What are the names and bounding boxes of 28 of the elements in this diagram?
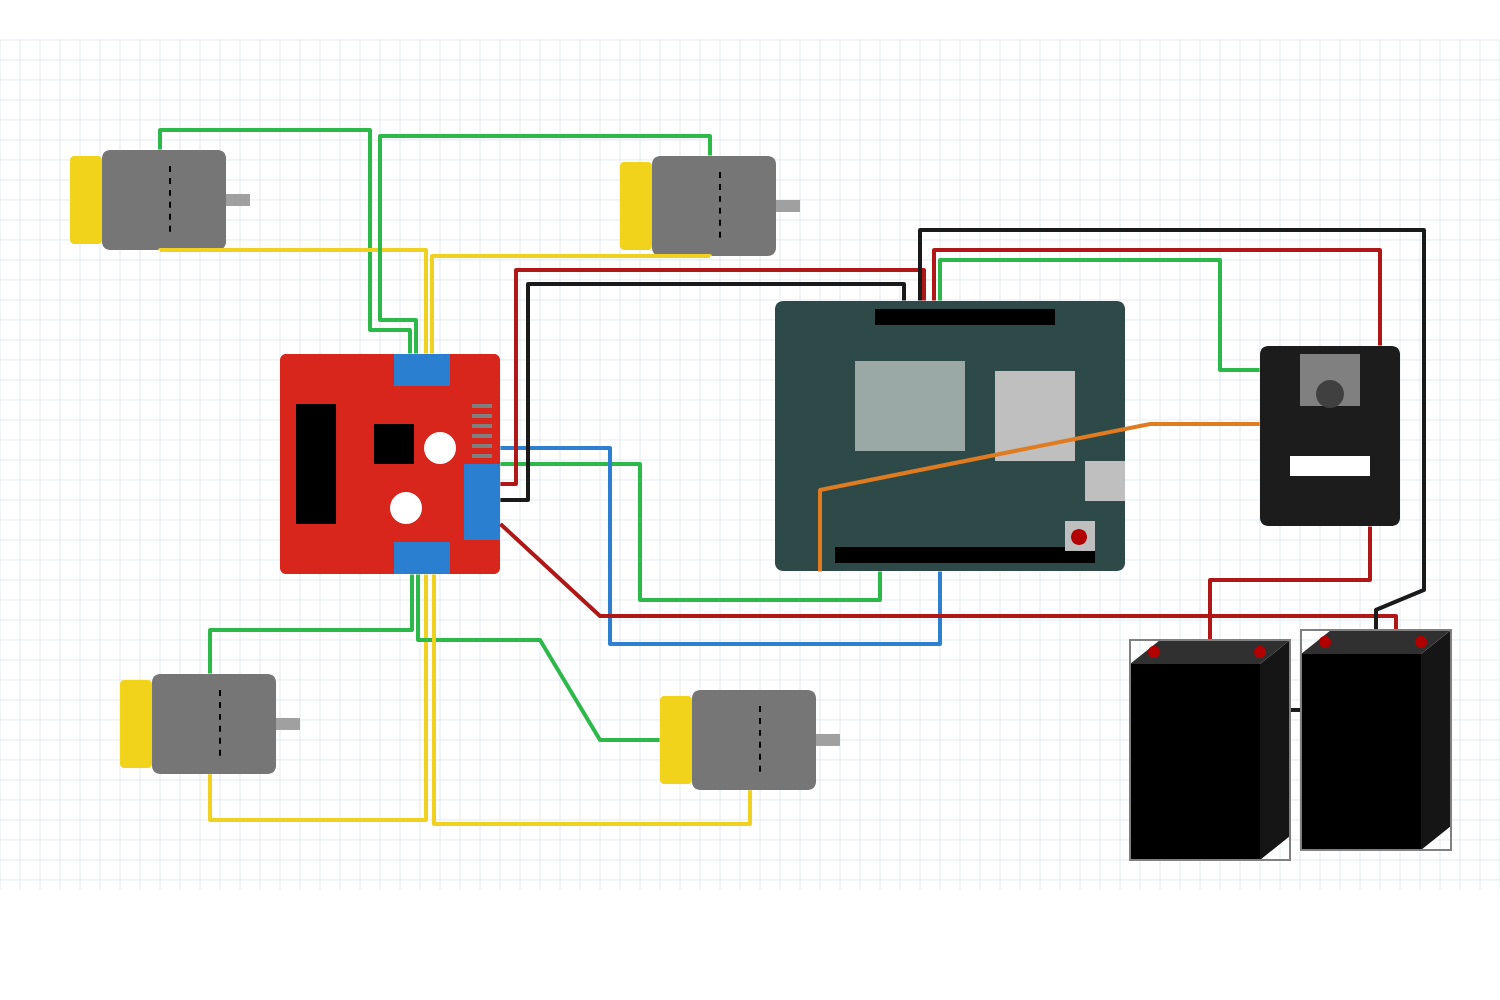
wire bbox=[158, 127, 412, 354]
motor-drawing bbox=[660, 689, 840, 790]
wire bbox=[416, 574, 660, 742]
motor-drawing bbox=[620, 155, 800, 256]
wire bbox=[378, 134, 712, 354]
wire bbox=[818, 421, 1260, 572]
wire bbox=[208, 574, 428, 822]
wire bbox=[432, 574, 752, 826]
battery-drawing bbox=[1129, 638, 1291, 861]
wire bbox=[1208, 526, 1372, 639]
motor-drawing bbox=[70, 149, 250, 250]
wire bbox=[499, 522, 1398, 629]
motor-driver-drawing bbox=[280, 353, 500, 574]
wire bbox=[918, 227, 1426, 629]
wire bbox=[1291, 707, 1300, 712]
motor-drawing bbox=[120, 673, 300, 774]
wire bbox=[938, 257, 1260, 372]
microcontroller-board-drawing bbox=[775, 300, 1125, 571]
wire bbox=[500, 445, 942, 646]
wire bbox=[500, 461, 882, 602]
wire bbox=[208, 574, 414, 674]
wire bbox=[430, 253, 712, 354]
camera-module-drawing bbox=[1260, 345, 1400, 526]
wire bbox=[932, 247, 1382, 346]
wire bbox=[500, 267, 926, 486]
wire bbox=[500, 281, 906, 502]
wire bbox=[158, 247, 428, 354]
battery-drawing bbox=[1300, 628, 1452, 851]
